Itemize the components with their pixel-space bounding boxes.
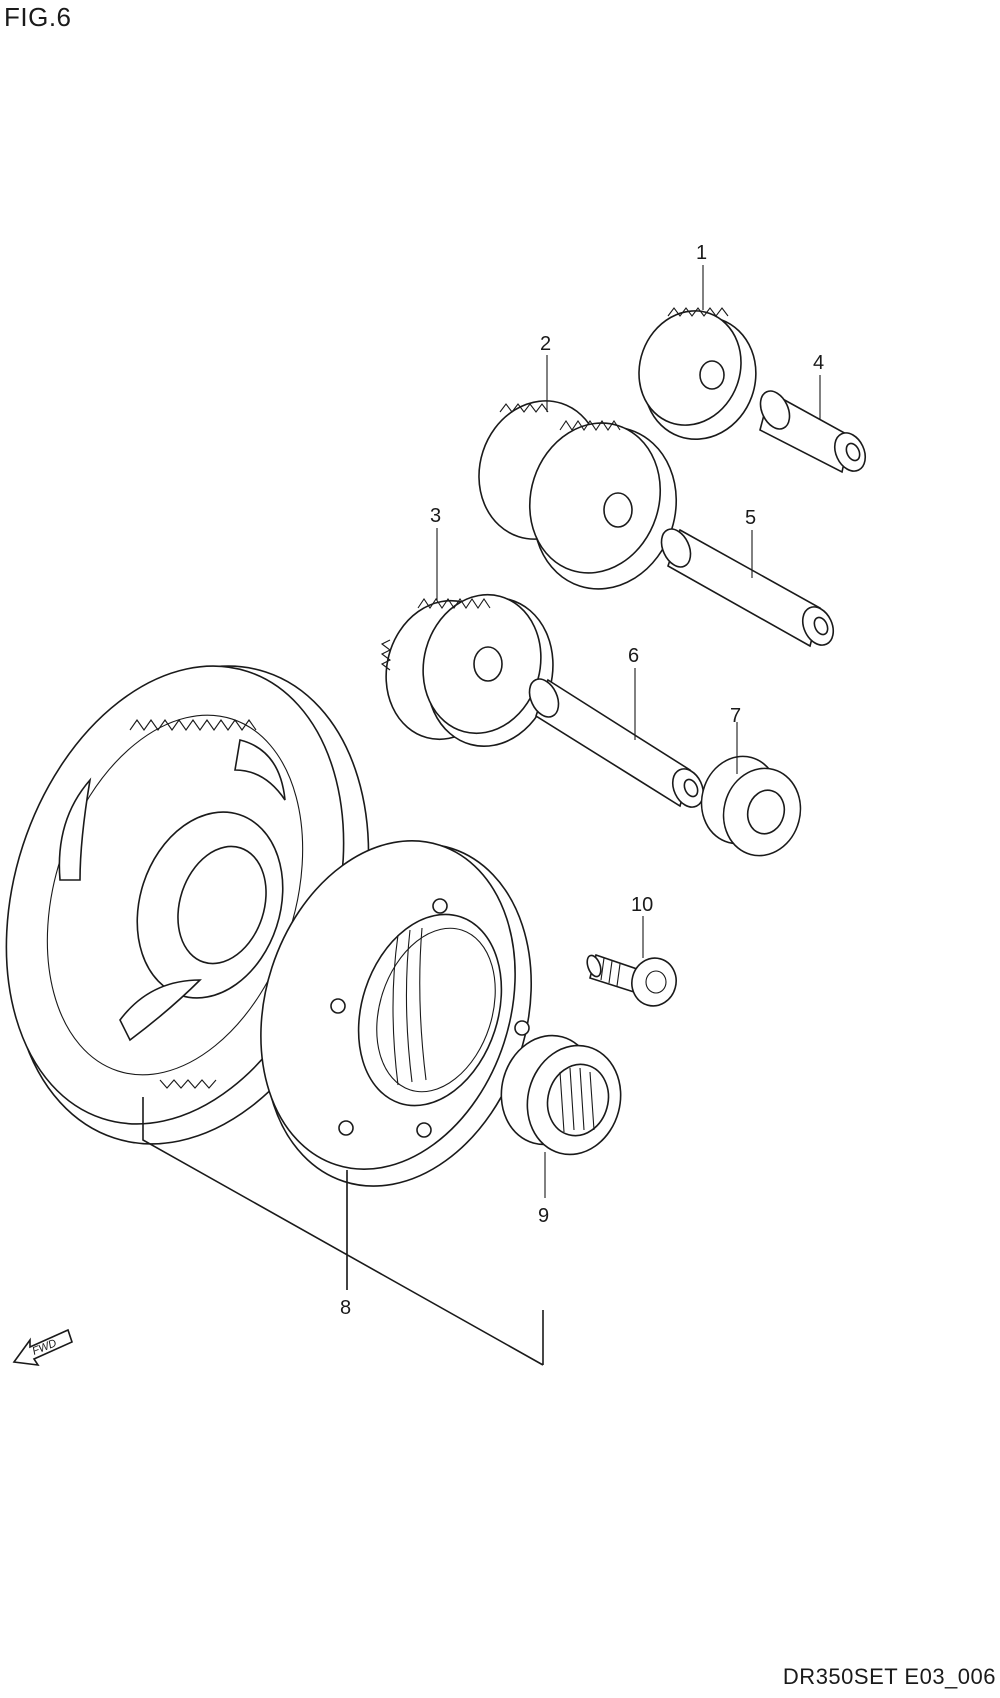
callout-9-label: 9	[538, 1205, 549, 1227]
callout-3-label: 3	[430, 505, 441, 527]
callout-9: 9	[538, 1152, 549, 1227]
figure-title: FIG.6	[4, 2, 72, 32]
part-2-compound-gear[interactable]	[461, 385, 697, 608]
callout-3: 3	[430, 505, 441, 600]
diagram-code: DR350SET E03_006	[782, 1664, 996, 1689]
part-6-shaft[interactable]	[524, 674, 709, 812]
callout-5-label: 5	[745, 507, 756, 529]
callout-2: 2	[540, 333, 551, 412]
part-8-clutch-housing[interactable]	[220, 808, 574, 1221]
part-3-double-gear[interactable]	[371, 581, 569, 760]
callout-4: 4	[813, 352, 824, 420]
callout-2-label: 2	[540, 333, 551, 355]
callout-4-label: 4	[813, 352, 824, 374]
callout-6: 6	[628, 645, 639, 740]
part-1-gear[interactable]	[623, 296, 773, 455]
callout-1-label: 1	[696, 242, 707, 264]
callout-8-label: 8	[340, 1297, 351, 1319]
part-9-bearing[interactable]	[489, 1025, 632, 1165]
callout-1: 1	[696, 242, 707, 310]
callout-6-label: 6	[628, 645, 639, 667]
callout-7: 7	[730, 705, 741, 774]
part-8-driven-gear[interactable]	[0, 619, 427, 1190]
callout-10-label: 10	[631, 894, 653, 916]
callout-7-label: 7	[730, 705, 741, 727]
callout-5: 5	[745, 507, 756, 578]
part-10-bolt[interactable]	[585, 953, 682, 1011]
fwd-arrow-icon: FWD	[12, 1328, 73, 1367]
callout-8: 8	[340, 1172, 351, 1319]
callout-10: 10	[631, 894, 653, 958]
part-5-shaft[interactable]	[656, 524, 839, 650]
part-7-bushing[interactable]	[692, 748, 810, 865]
part-4-pin[interactable]	[755, 386, 871, 476]
